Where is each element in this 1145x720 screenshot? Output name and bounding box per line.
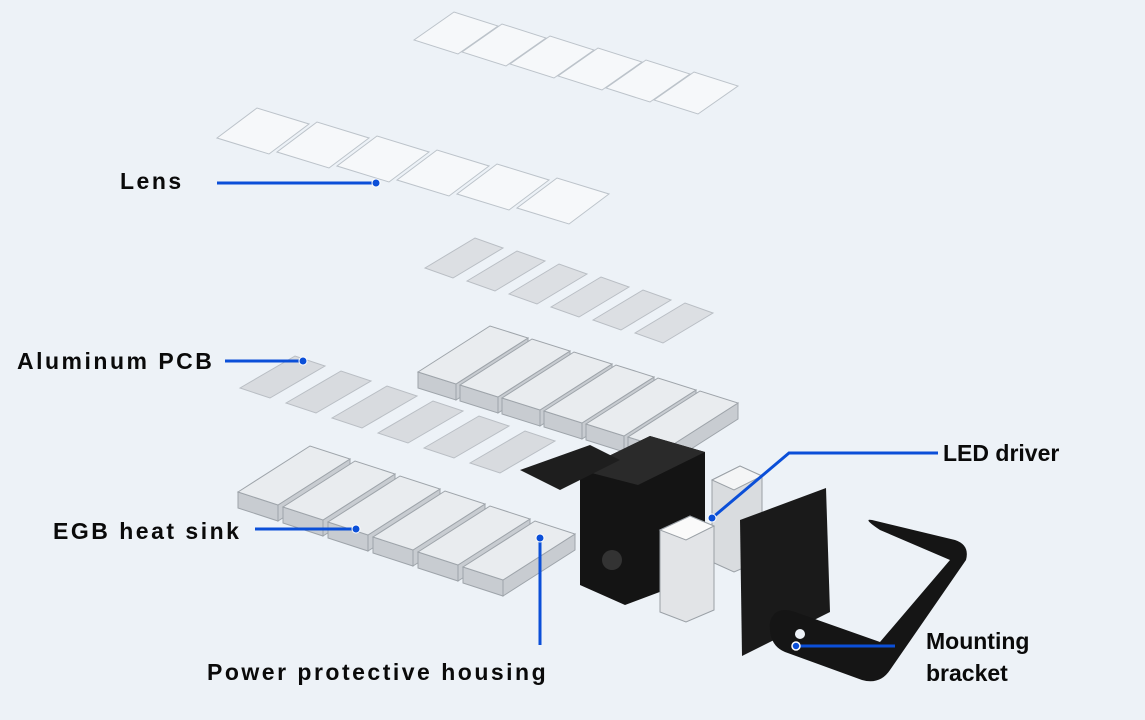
lens-module: [652, 71, 740, 115]
label-mounting-bracket-1: Mounting: [926, 628, 1030, 654]
lens-set-bottom: [215, 107, 611, 225]
mounting-bracket: [769, 519, 967, 682]
heat-sink-module: [371, 490, 487, 551]
pcb-strip: [376, 400, 465, 444]
pcb-strip: [633, 302, 715, 344]
label-mounting-bracket-2: bracket: [926, 660, 1008, 686]
lens-module: [515, 177, 611, 225]
heat-sink-module: [416, 505, 532, 566]
heat-sink-module: [416, 325, 530, 385]
lens-module: [508, 35, 596, 79]
pcb-strip: [549, 276, 631, 318]
heat-sink-module: [584, 377, 698, 437]
label-heat-sink: EGB heat sink: [53, 518, 242, 544]
heat-sink-module: [236, 445, 352, 506]
heat-sink-module: [542, 364, 656, 424]
pcb-set-bottom: [238, 355, 557, 474]
label-lens: Lens: [120, 168, 184, 194]
label-aluminum-pcb: Aluminum PCB: [17, 348, 215, 374]
pcb-strip: [330, 385, 419, 429]
callout-power-housing: [535, 533, 545, 645]
label-led-driver: LED driver: [943, 440, 1060, 466]
heat-sink-module: [500, 351, 614, 411]
lens-module: [275, 121, 371, 169]
pcb-strip: [507, 263, 589, 305]
heat-sink-module: [281, 460, 397, 521]
pcb-strip: [591, 289, 673, 331]
lens-module: [460, 23, 548, 67]
lens-module: [556, 47, 644, 91]
callout-pcb: [225, 356, 308, 366]
lens-module: [335, 135, 431, 183]
lens-module: [455, 163, 551, 211]
callout-lens: [217, 178, 381, 188]
callout-heat-sink: [255, 524, 361, 534]
pcb-set-top: [423, 237, 715, 344]
heat-sink-set-top: [416, 325, 740, 466]
callout-mounting-bracket: [791, 641, 895, 651]
lens-set-top: [412, 11, 740, 115]
heat-sink-module: [461, 520, 577, 581]
pcb-strip: [468, 430, 557, 474]
callout-led-driver: [707, 451, 938, 523]
lens-module: [412, 11, 500, 55]
lens-module: [215, 107, 311, 155]
pcb-strip: [465, 250, 547, 292]
lens-module: [395, 149, 491, 197]
label-power-housing: Power protective housing: [207, 659, 549, 685]
pcb-strip: [284, 370, 373, 414]
pcb-strip: [238, 355, 327, 399]
heat-sink-module: [458, 338, 572, 398]
pcb-strip: [422, 415, 511, 459]
lens-module: [604, 59, 692, 103]
pcb-strip: [423, 237, 505, 279]
back-plate: [740, 488, 830, 656]
